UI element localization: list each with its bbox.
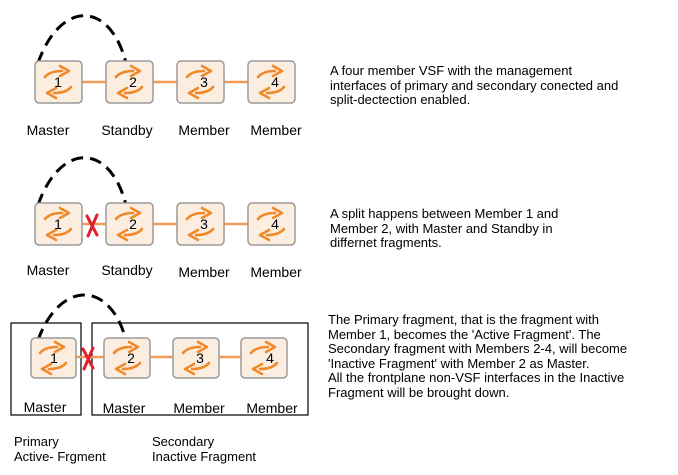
member-role-label: Member: [250, 264, 302, 280]
caption-line: Inactive Fragment: [152, 449, 257, 464]
description-line: Member 1, becomes the 'Active Fragment'.…: [328, 326, 601, 342]
description-line: The Primary fragment, that is the fragme…: [328, 312, 599, 327]
member-number: 3: [200, 74, 208, 90]
description-line: differnet fragments.: [330, 235, 442, 250]
switch-member-3: 3: [172, 337, 220, 379]
member-number: 4: [271, 216, 279, 232]
description-line: A split happens between Member 1 and: [330, 206, 559, 221]
split-mark-icon: [81, 346, 95, 371]
member-role-label: Member: [250, 122, 302, 138]
primary-fragment-caption: Primary Active- Frgment: [14, 434, 106, 464]
switch-member-1: 1: [30, 337, 77, 379]
member-role-label: Standby: [101, 122, 152, 138]
scenario-2-description: A split happens between Member 1 and Mem…: [330, 206, 559, 251]
member-number: 1: [54, 216, 62, 232]
split-mark-icon: [85, 213, 99, 238]
description-line: Secondary fragment with Members 2-4, wil…: [328, 341, 628, 356]
switch-member-1: 1: [34, 202, 83, 246]
member-number: 4: [266, 350, 274, 366]
switch-member-3: 3: [176, 202, 225, 246]
caption-line: Primary: [14, 434, 59, 449]
description-line: A four member VSF with the management: [330, 63, 573, 78]
scenario-1: 1 2 3 4 Master Standby Member Member: [27, 14, 302, 138]
member-role-label: Master: [24, 399, 67, 415]
member-role-label: Member: [178, 122, 230, 138]
member-role-label: Master: [103, 400, 146, 416]
switch-member-4: 4: [247, 60, 296, 104]
caption-line: Active- Frgment: [14, 449, 106, 464]
description-line: split-dectection enabled.: [330, 92, 471, 107]
switch-member-4: 4: [240, 337, 288, 379]
member-number: 4: [271, 74, 279, 90]
description-line: All the frontplane non-VSF interfaces in…: [328, 370, 625, 385]
member-role-label: Member: [178, 264, 230, 280]
description-line: Fragment will be brought down.: [328, 384, 510, 400]
description-line: interfaces of primary and secondary cone…: [330, 77, 619, 93]
member-number: 3: [200, 216, 208, 232]
member-role-label: Member: [173, 400, 225, 416]
member-role-label: Master: [27, 122, 70, 138]
member-role-label: Member: [246, 400, 298, 416]
switch-member-2: 2: [103, 337, 151, 379]
management-link: [36, 293, 128, 341]
member-number: 2: [127, 350, 135, 366]
scenario-3-description: The Primary fragment, that is the fragme…: [328, 312, 628, 400]
member-role-label: Master: [27, 262, 70, 278]
switch-member-4: 4: [247, 202, 296, 246]
member-role-label: Standby: [101, 262, 152, 278]
description-line: Member 2, with Master and Standby in: [330, 220, 553, 236]
member-number: 1: [54, 74, 62, 90]
switch-member-3: 3: [176, 60, 225, 104]
management-link: [36, 14, 128, 64]
member-number: 3: [196, 350, 204, 366]
primary-fragment-box: [10, 322, 82, 416]
switch-member-1: 1: [34, 60, 83, 104]
member-number: 2: [129, 74, 137, 90]
scenario-1-description: A four member VSF with the management in…: [330, 63, 619, 108]
switch-member-2: 2: [105, 202, 154, 246]
caption-line: Secondary: [152, 434, 215, 449]
member-number: 2: [129, 216, 137, 232]
description-line: 'Inactive Fragment' with Member 2 as Mas…: [328, 355, 590, 371]
scenario-2: 1 2 3 4 Master Standby Member Member: [27, 156, 302, 280]
management-link: [36, 156, 128, 206]
secondary-fragment-caption: Secondary Inactive Fragment: [152, 434, 256, 464]
scenario-3: 1 2 3 4 Master Master Member Member: [10, 293, 309, 416]
member-number: 1: [50, 350, 58, 366]
switch-member-2: 2: [105, 60, 154, 104]
